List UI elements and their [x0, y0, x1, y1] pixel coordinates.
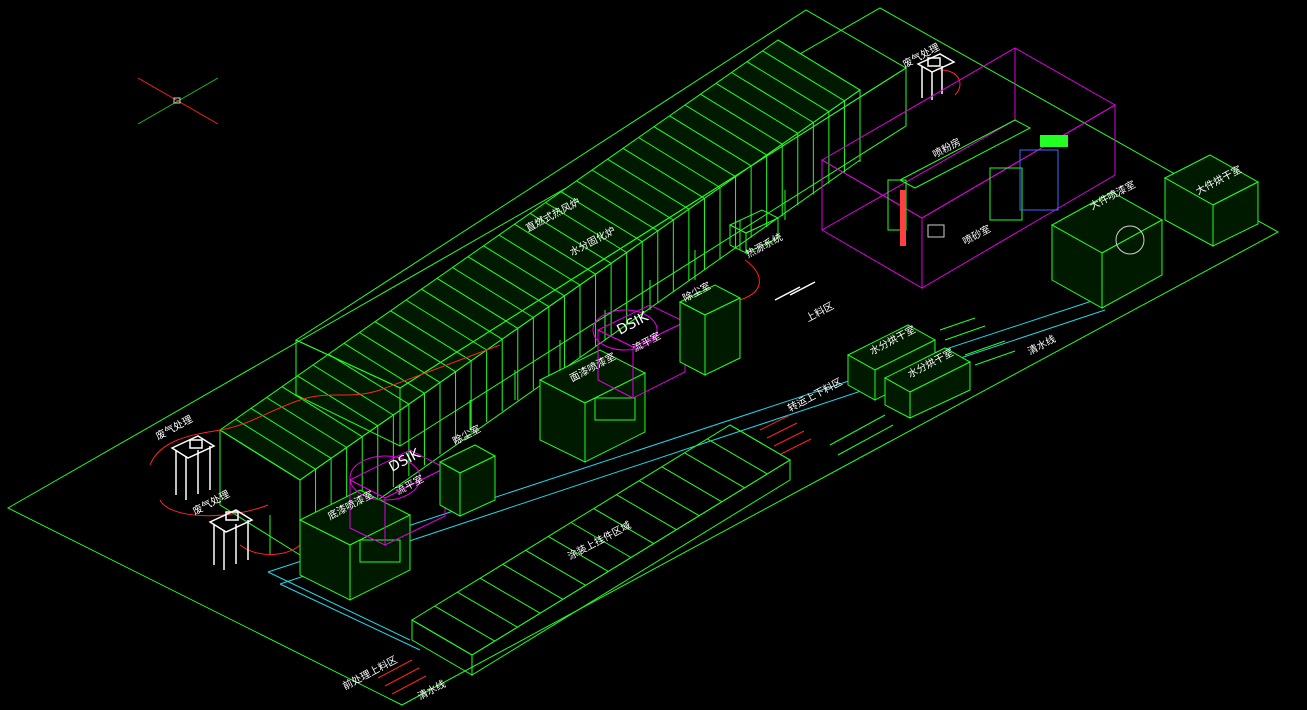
label-spray-room: 喷砂室 — [960, 222, 993, 248]
dust-room-left — [438, 444, 497, 517]
label-load-zone: 上料区 — [803, 299, 836, 325]
tunnel-supports — [269, 190, 786, 555]
label-heat-station: 热源系统 — [743, 230, 784, 260]
flow-arrows — [377, 414, 812, 695]
powder-booth-equipment — [887, 119, 1068, 246]
label-waste-gas-1: 废气处理 — [153, 412, 194, 442]
water-dry-room-2 — [883, 347, 972, 419]
heat-station-unit — [728, 209, 780, 254]
label-bottom-load: 前处理上料区 — [340, 653, 399, 693]
label-powder-booth: 喷粉房 — [930, 135, 963, 161]
waste-gas-unit-top — [916, 53, 956, 100]
water-line-rails — [829, 317, 1016, 456]
oven-tunnel — [219, 9, 907, 556]
lower-conveyor-rack — [411, 424, 791, 676]
flash-room-mid — [592, 304, 687, 399]
spray-booth-mid — [538, 349, 647, 463]
label-clean-line-2: 清水线 — [415, 677, 448, 703]
large-spray-booth — [1050, 191, 1164, 309]
spray-booth-left — [298, 489, 412, 601]
label-flash-1: 流平室 — [630, 329, 663, 355]
white-arrows — [774, 281, 816, 301]
dust-room-mid — [678, 284, 742, 376]
large-dry-room — [1163, 154, 1260, 247]
waste-gas-unit-left-bottom — [208, 509, 254, 570]
exhaust-piping — [149, 69, 961, 555]
label-transfer-zone: 转运上下料区 — [785, 375, 844, 415]
waste-gas-unit-left-top — [170, 435, 216, 500]
ucs-axis-icon — [137, 77, 219, 125]
